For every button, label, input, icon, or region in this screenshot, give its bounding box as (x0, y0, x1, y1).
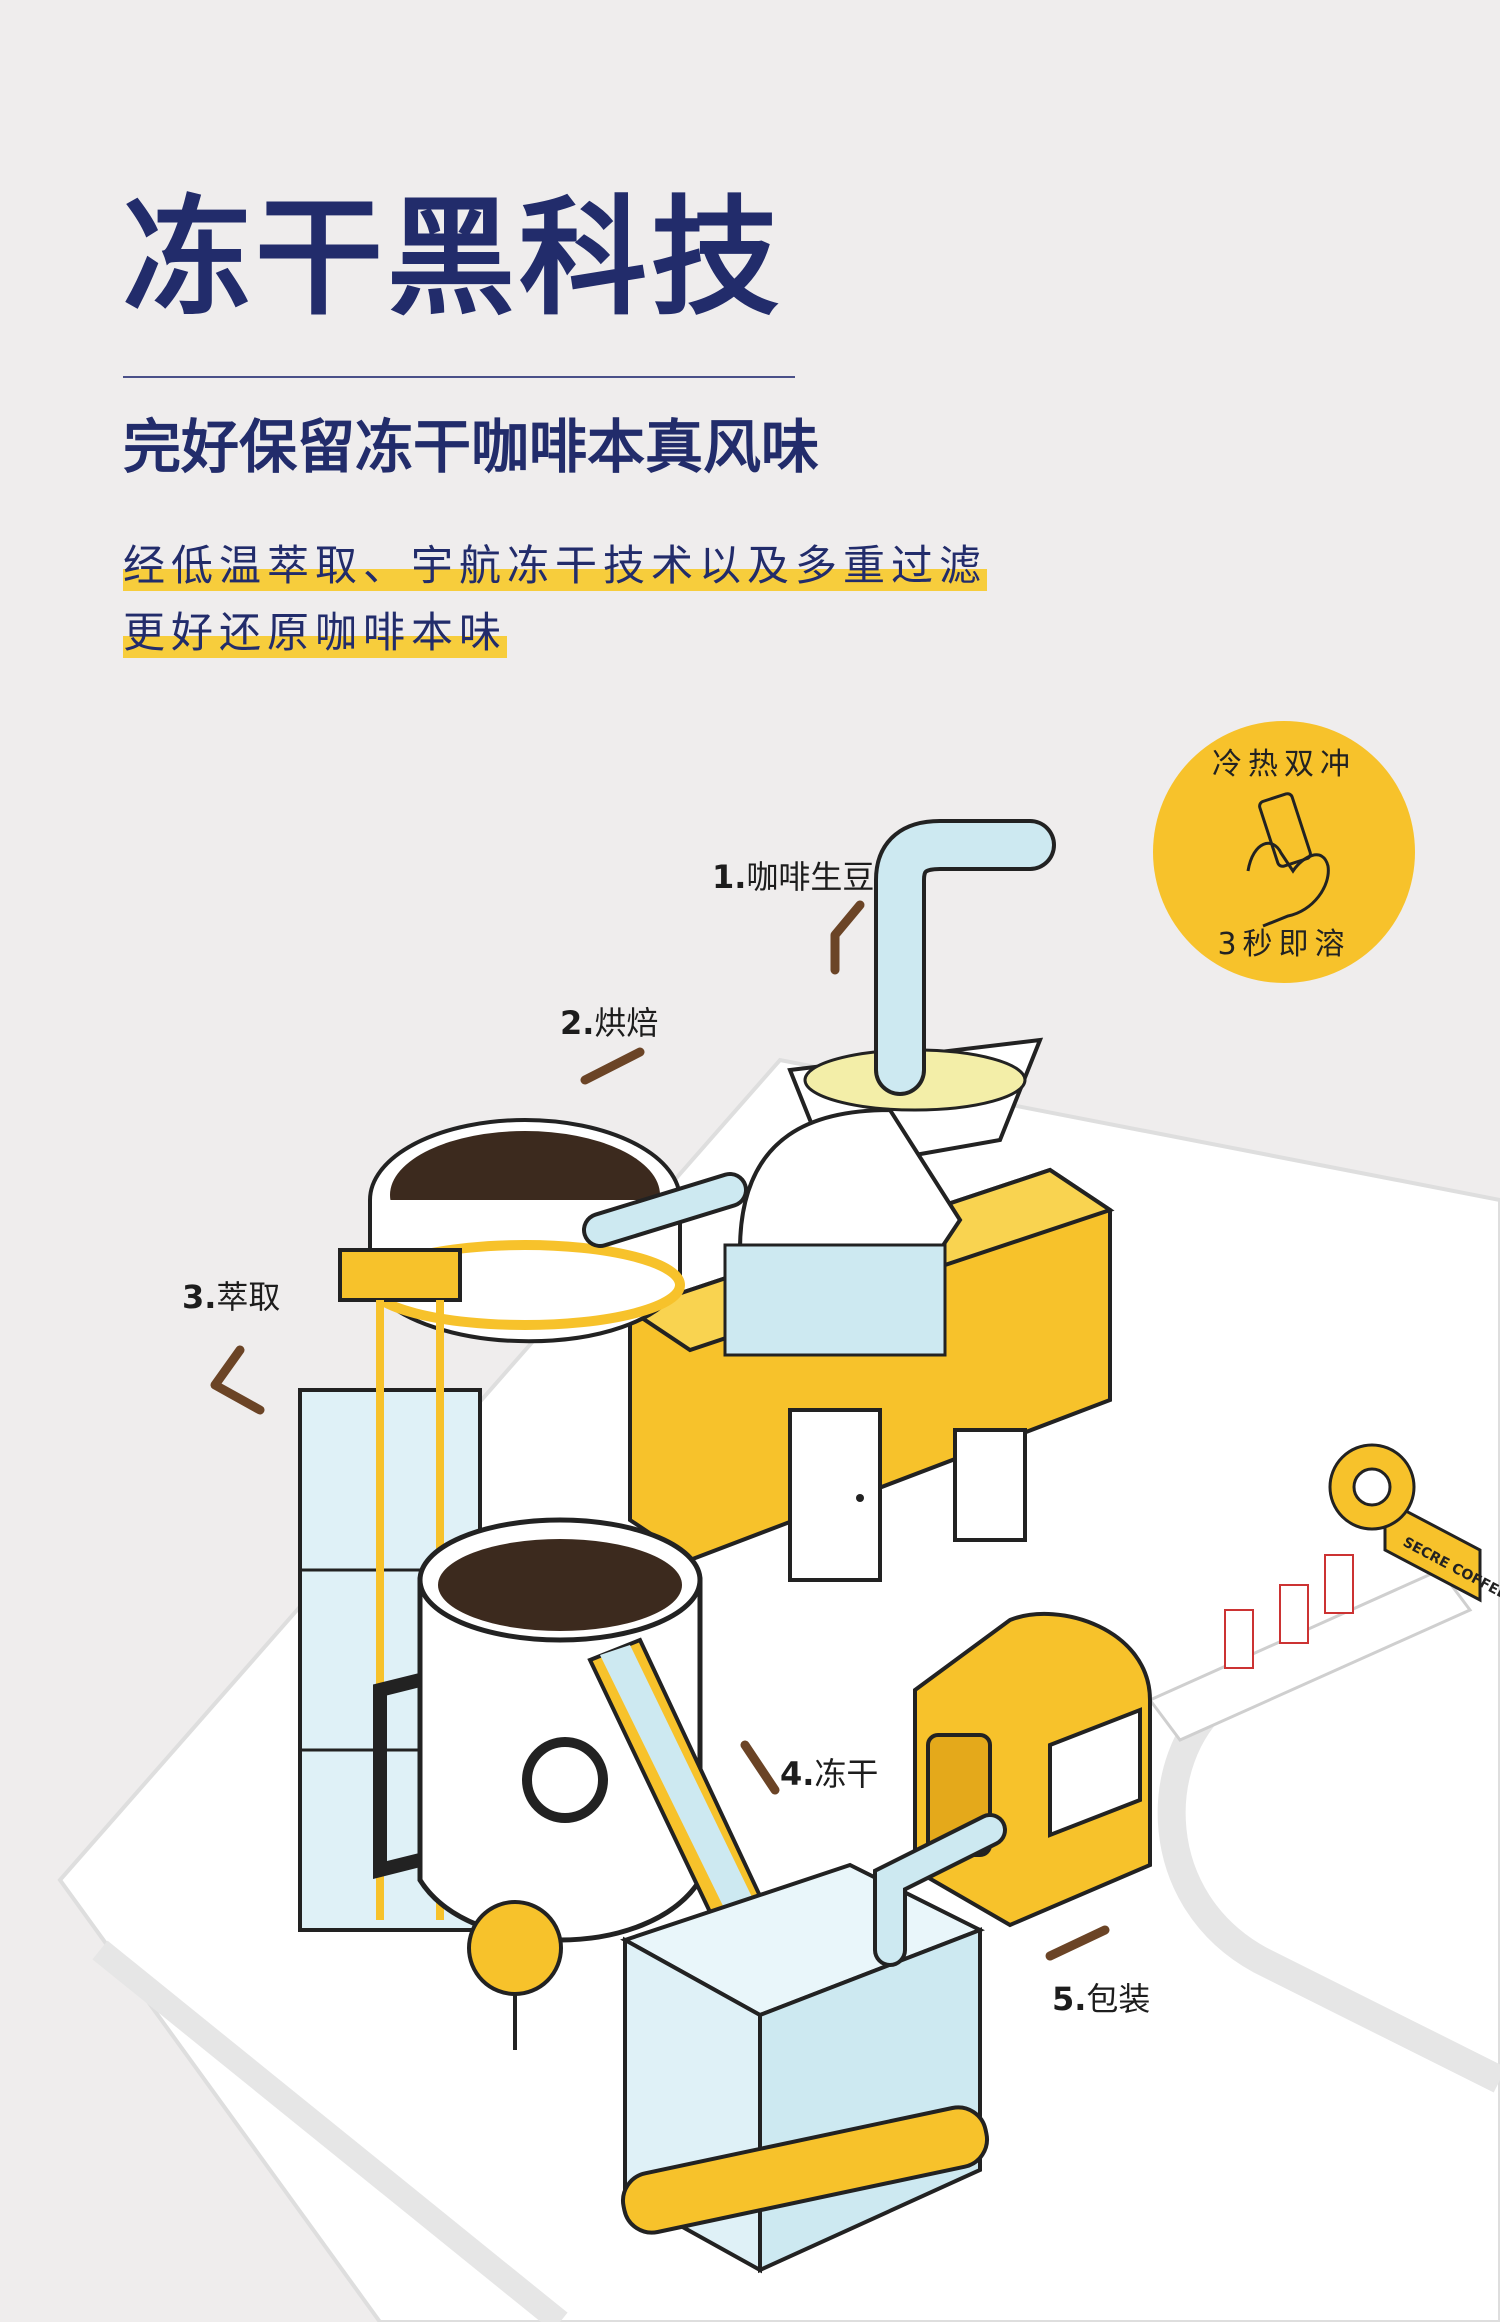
step-1-label: 1.咖啡生豆 (712, 858, 875, 896)
badge-bottom-text: 3秒即溶 (1217, 927, 1351, 962)
instant-dissolve-badge: 冷热双冲 3秒即溶 (1153, 721, 1415, 983)
step-arrows (210, 900, 1110, 1961)
hand-holding-sachet-icon (1246, 792, 1330, 928)
coffee-mug (373, 1517, 793, 1978)
badge-top-text: 冷热双冲 (1212, 747, 1356, 782)
page-title: 冻干黑科技 (123, 184, 784, 333)
step-2-label: 2.烘焙 (560, 1004, 659, 1042)
sign-post (467, 1900, 563, 2050)
brand-logo-icon (522, 1737, 608, 1823)
arrow-step-2-icon (580, 1047, 645, 1085)
highlight-bar (123, 636, 508, 658)
step-4-label: 4.冻干 (780, 1755, 879, 1793)
coffee-sachet (1224, 1609, 1254, 1669)
arrow-step-1-icon (830, 900, 865, 975)
description-line-2: 更好还原咖啡本味 (123, 608, 508, 658)
control-panel (953, 1428, 1027, 1542)
roaster-machine (625, 819, 1115, 1582)
conveyor-belt (1147, 1554, 1473, 1742)
step-3-label: 3.萃取 (182, 1278, 281, 1316)
step-5-label: 5.包装 (1052, 1980, 1151, 2018)
coffee-sachet (1279, 1584, 1309, 1644)
packaging-machine (873, 1611, 1152, 1967)
description-line-1: 经低温萃取、宇航冻干技术以及多重过滤 (123, 541, 988, 591)
roasting-pan (365, 1118, 748, 1344)
arrow-step-4-icon (740, 1740, 780, 1795)
coffee-sachet (1324, 1554, 1354, 1614)
title-divider (123, 376, 795, 378)
highlight-bar (123, 569, 988, 591)
page-subtitle: 完好保留冻干咖啡本真风味 (123, 413, 820, 481)
machine-door (788, 1408, 882, 1582)
arrow-step-3-icon (210, 1345, 265, 1415)
arrow-step-5-icon (1045, 1925, 1110, 1961)
